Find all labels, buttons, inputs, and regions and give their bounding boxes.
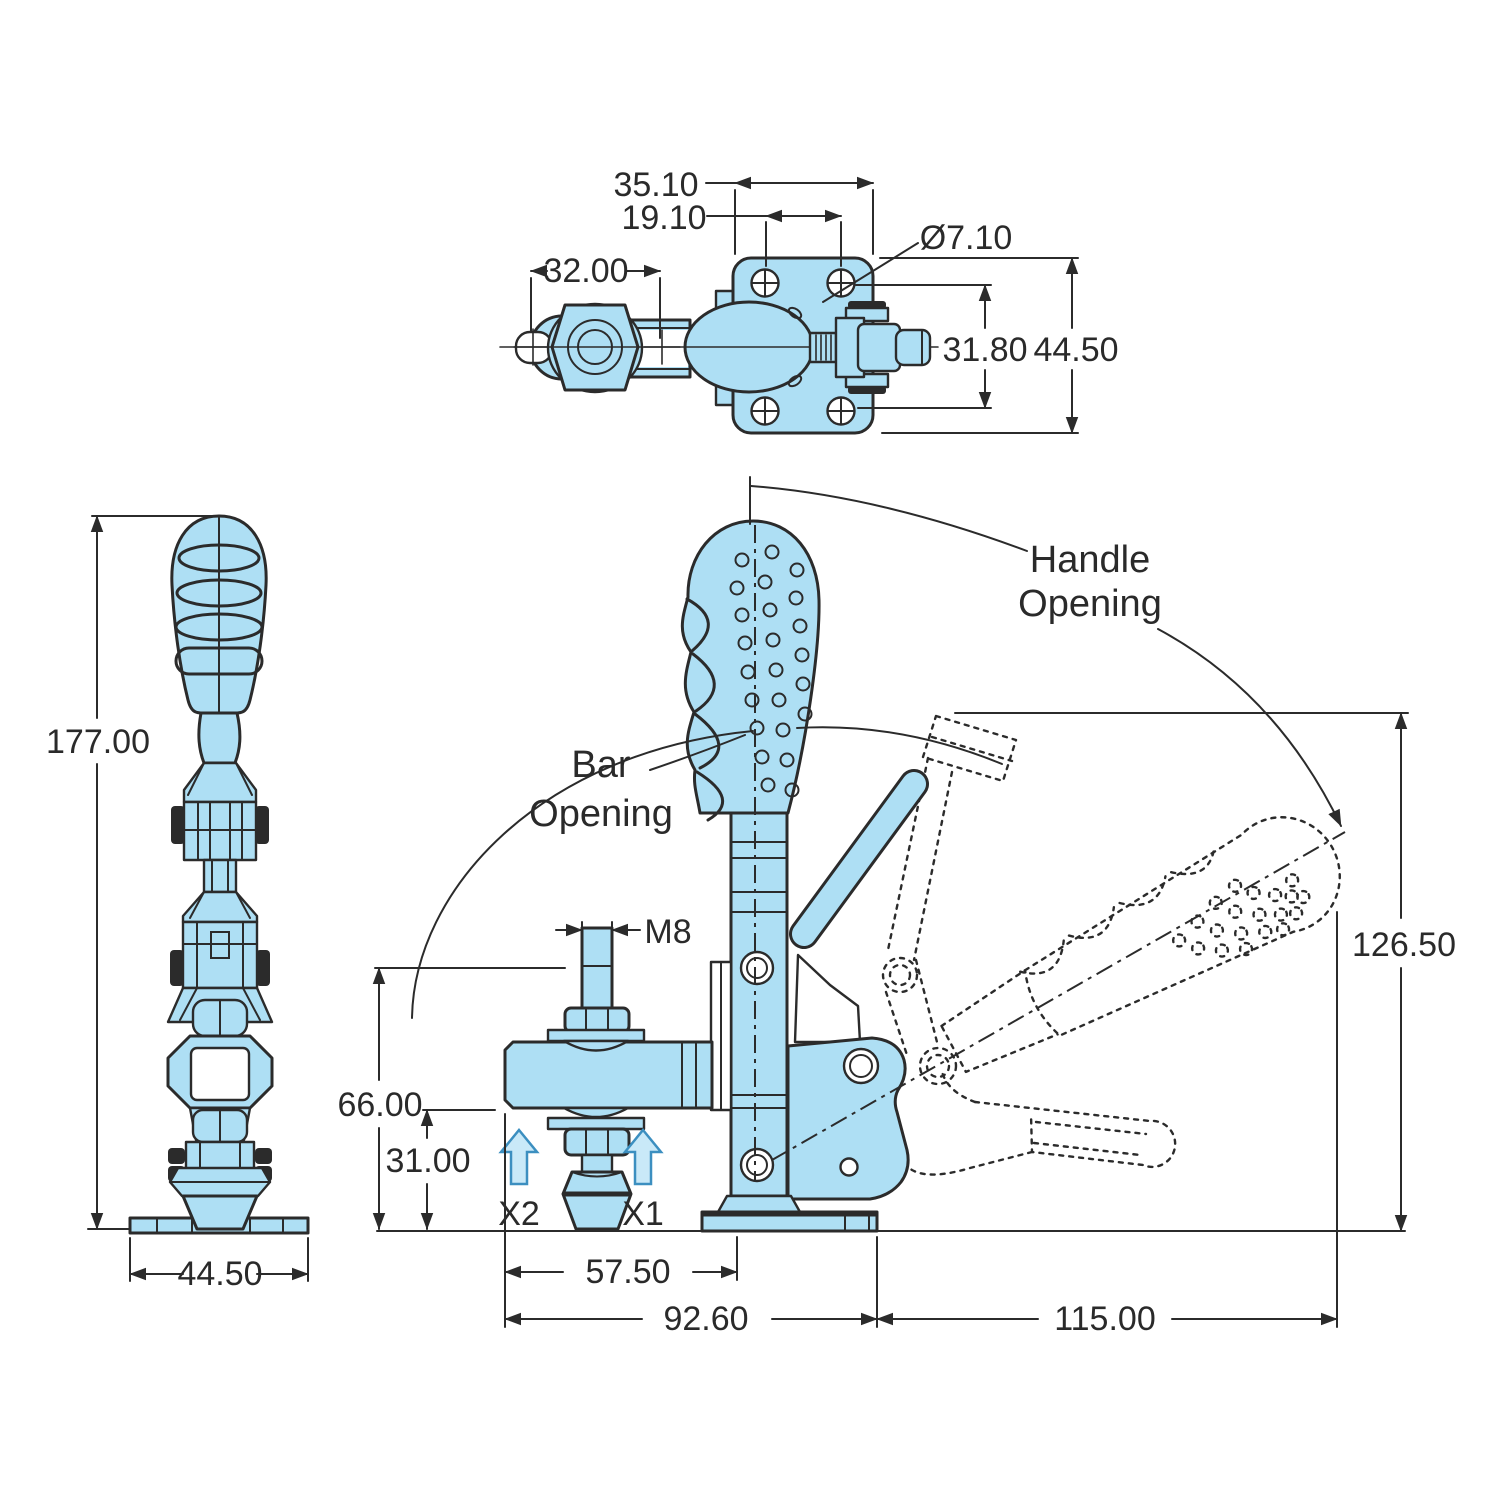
force-arrow-x2 xyxy=(498,1128,540,1186)
dim-19-10: 19.10 xyxy=(621,199,706,237)
label-x1: X1 xyxy=(622,1195,664,1233)
open-handle-dimples xyxy=(1171,873,1311,958)
open-position-dotted xyxy=(881,714,1341,1176)
dim-hole-dia: Ø7.10 xyxy=(920,219,1013,257)
dim-31-80: 31.80 xyxy=(942,331,1027,369)
open-latch-hook xyxy=(896,1070,1177,1176)
dim-115-00: 115.00 xyxy=(1054,1300,1155,1338)
front-view xyxy=(376,519,1406,1233)
label-bar-opening-line2: Opening xyxy=(529,793,673,835)
dim-57-50: 57.50 xyxy=(585,1253,670,1291)
pivot-plate xyxy=(786,1036,910,1201)
link-flange xyxy=(716,1194,802,1214)
front-view-annotations: Bar Opening Handle Opening M8 X2 X1 66.0… xyxy=(336,476,1460,1338)
dim-m8: M8 xyxy=(644,913,691,951)
dim-92-60: 92.60 xyxy=(663,1300,748,1338)
label-handle-opening-line1: Handle xyxy=(1030,539,1150,581)
dim-177-00: 177.00 xyxy=(46,723,150,761)
open-handle xyxy=(940,816,1341,1074)
open-bar xyxy=(921,714,1018,783)
link-column xyxy=(729,810,789,1198)
clevis-assembly xyxy=(808,301,932,394)
handle-opening-arc-right xyxy=(1157,628,1342,827)
spindle-nut-lower xyxy=(563,1127,631,1157)
dim-35-10: 35.10 xyxy=(613,166,698,204)
cam-piece xyxy=(793,953,862,1044)
top-view: 35.10 19.10 32.00 Ø7.10 31.80 44.50 xyxy=(499,166,1119,435)
dim-66-00: 66.00 xyxy=(337,1086,422,1124)
handle-opening-arc-left xyxy=(750,485,1028,552)
dim-126-50: 126.50 xyxy=(1352,926,1456,964)
bar-opening-arc-left xyxy=(411,730,754,1019)
bar-opening-leader xyxy=(649,734,746,771)
open-axis-centerline xyxy=(771,831,1346,1161)
spindle-assembly xyxy=(546,926,646,1231)
dim-32-00: 32.00 xyxy=(543,252,628,290)
label-bar-opening-line1: Bar xyxy=(571,744,630,786)
top-view-dimensions: 35.10 19.10 32.00 Ø7.10 31.80 44.50 xyxy=(530,166,1119,434)
spindle-nut-upper xyxy=(563,1006,631,1034)
dim-31-00: 31.00 xyxy=(385,1142,470,1180)
side-neck xyxy=(197,711,242,765)
label-handle-opening-line2: Opening xyxy=(1018,583,1162,625)
rubber-foot xyxy=(561,1170,633,1231)
spindle xyxy=(580,926,614,1010)
dim-44-50-side: 44.50 xyxy=(177,1255,262,1293)
side-foot xyxy=(181,1194,259,1231)
bar-opening-arc-right xyxy=(796,726,1003,765)
dim-44-50-top: 44.50 xyxy=(1033,331,1118,369)
side-view-dimensions: 177.00 44.50 xyxy=(44,515,309,1293)
mount-screws xyxy=(750,268,856,426)
force-arrow-x1 xyxy=(622,1128,664,1186)
side-view: 177.00 44.50 xyxy=(44,514,310,1293)
t-bar xyxy=(503,1040,714,1110)
handle-dimples xyxy=(729,544,813,798)
